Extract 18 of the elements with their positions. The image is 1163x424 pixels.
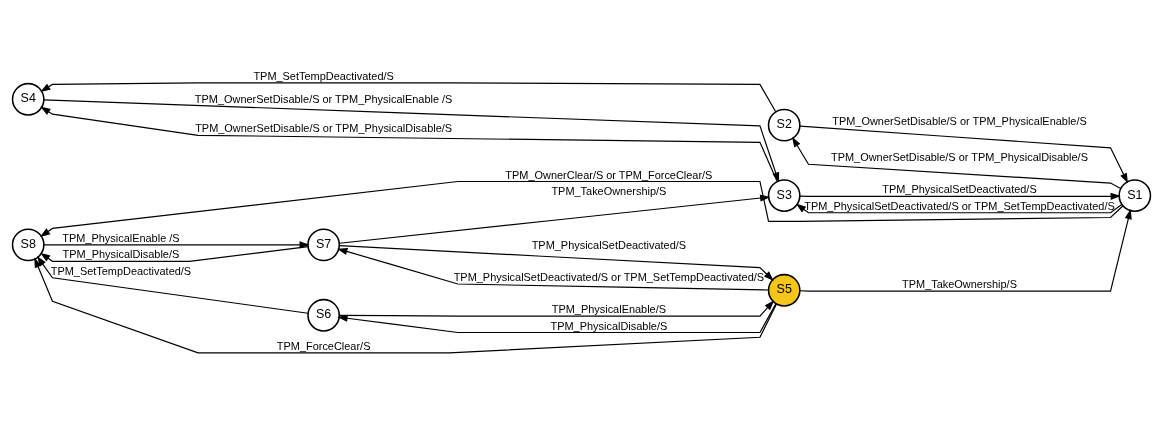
edge-label: TPM_PhysicalEnable /S	[62, 231, 180, 244]
edge-label: TPM_TakeOwnership/S	[551, 184, 667, 197]
edge-label: TPM_PhysicalSetDeactivated/S	[882, 183, 1037, 196]
edge-label: TPM_PhysicalDisable/S	[550, 319, 668, 332]
edge-label: TPM_PhysicalSetDeactivated/S or TPM_SetTempDeactivated/S	[453, 271, 765, 284]
edge-label: TPM_OwnerSetDisable/S or TPM_PhysicalDisable/S	[831, 151, 1088, 164]
edge-label: TPM_OwnerSetDisable/S or TPM_PhysicalEnable /S	[194, 93, 453, 106]
edge-label: TPM_PhysicalSetDeactivated/S or TPM_SetTempDeactivated/S	[804, 199, 1115, 212]
edge-label: TPM_SetTempDeactivated/S	[50, 264, 192, 277]
edge-label: TPM_OwnerClear/S or TPM_ForceClear/S	[505, 168, 713, 181]
edge-label: TPM_SetTempDeactivated/S	[253, 69, 394, 82]
edge-label: TPM_OwnerSetDisable/S or TPM_PhysicalDisable/S	[195, 122, 453, 135]
edge-label: TPM_ForceClear/S	[276, 339, 371, 352]
edge-label: TPM_PhysicalSetDeactivated/S	[531, 238, 687, 251]
edge-label: TPM_TakeOwnership/S	[902, 278, 1017, 291]
edge-label: TPM_PhysicalEnable/S	[551, 303, 667, 316]
edge-label: TPM_PhysicalDisable/S	[62, 248, 180, 261]
edge-label: TPM_OwnerSetDisable/S or TPM_PhysicalEnable/S	[832, 114, 1087, 127]
